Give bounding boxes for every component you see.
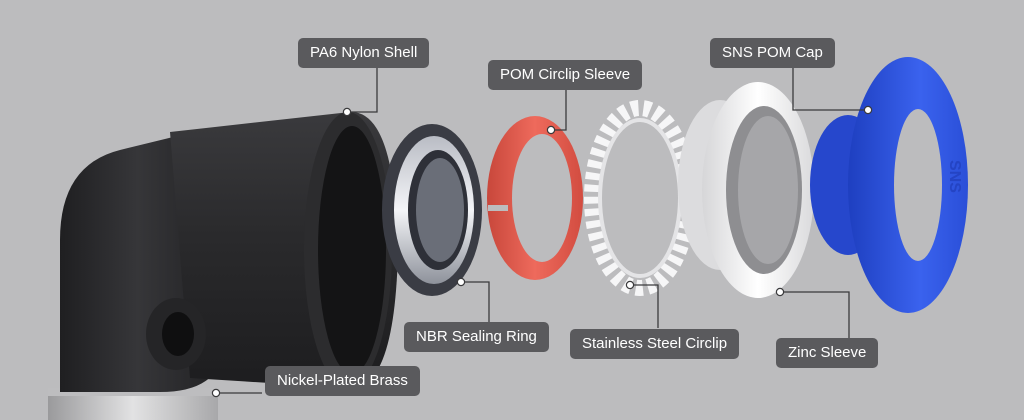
leader-pa6-nylon-shell xyxy=(347,66,378,113)
leader-endpoints xyxy=(211,105,873,398)
label-sns-pom-cap: SNS POM Cap xyxy=(710,38,835,68)
leader-lines xyxy=(216,66,868,394)
zinc-sleeve-part xyxy=(678,82,814,298)
label-stainless-steel-circlip: Stainless Steel Circlip xyxy=(570,329,740,359)
cap-embossed-text: SNS xyxy=(946,160,963,193)
leader-sns-pom-cap xyxy=(792,66,868,111)
nickel-plated-brass-part xyxy=(48,388,218,420)
stainless-steel-circlip-part xyxy=(584,100,696,296)
leader-zinc-sleeve xyxy=(780,291,850,342)
pa6-nylon-shell-part xyxy=(60,111,398,392)
pom-circlip-sleeve-part xyxy=(487,116,583,280)
leader-pom-circlip-sleeve xyxy=(551,88,567,131)
label-pom-circlip-sleeve: POM Circlip Sleeve xyxy=(488,60,643,90)
label-nickel-plated-brass: Nickel-Plated Brass xyxy=(265,366,420,396)
label-pa6-nylon-shell: PA6 Nylon Shell xyxy=(298,38,430,68)
sns-pom-cap-part: SNS xyxy=(810,57,968,313)
leader-nbr-sealing-ring xyxy=(461,281,490,326)
leader-stainless-steel-circlip xyxy=(630,284,659,328)
label-nbr-sealing-ring: NBR Sealing Ring xyxy=(404,322,549,352)
label-zinc-sleeve: Zinc Sleeve xyxy=(776,338,879,368)
nbr-sealing-ring-part xyxy=(382,124,482,296)
